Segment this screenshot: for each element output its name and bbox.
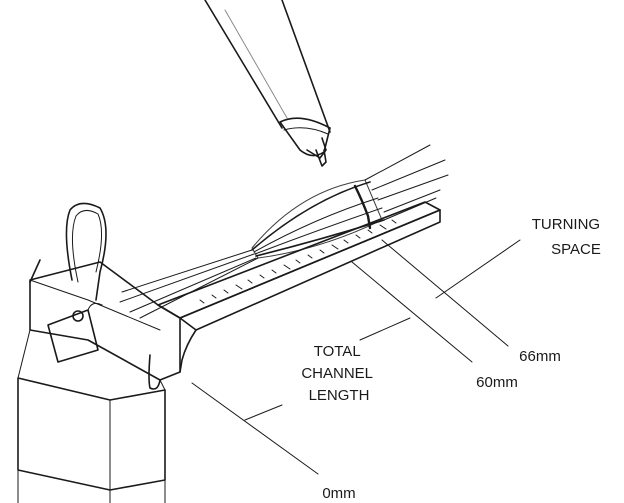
pen-illustration	[204, 0, 331, 167]
turning-space-line-1: TURNING	[532, 216, 600, 233]
block-with-clip	[17, 202, 181, 503]
turning-space-line-2: SPACE	[551, 241, 601, 258]
ferrule-cone	[119, 144, 449, 319]
total-channel-line-1: TOTAL	[314, 343, 361, 360]
total-channel-line-2: CHANNEL	[301, 365, 372, 382]
turning-space-label: TURNING SPACE	[532, 216, 605, 258]
mark-0mm-label: 0mm	[322, 485, 355, 502]
leader-lines	[191, 239, 521, 475]
mark-60mm-label: 60mm	[476, 374, 518, 391]
total-channel-length-label: TOTAL CHANNEL LENGTH	[301, 343, 376, 404]
mark-66mm-label: 66mm	[519, 348, 561, 365]
total-channel-line-3: LENGTH	[309, 387, 370, 404]
